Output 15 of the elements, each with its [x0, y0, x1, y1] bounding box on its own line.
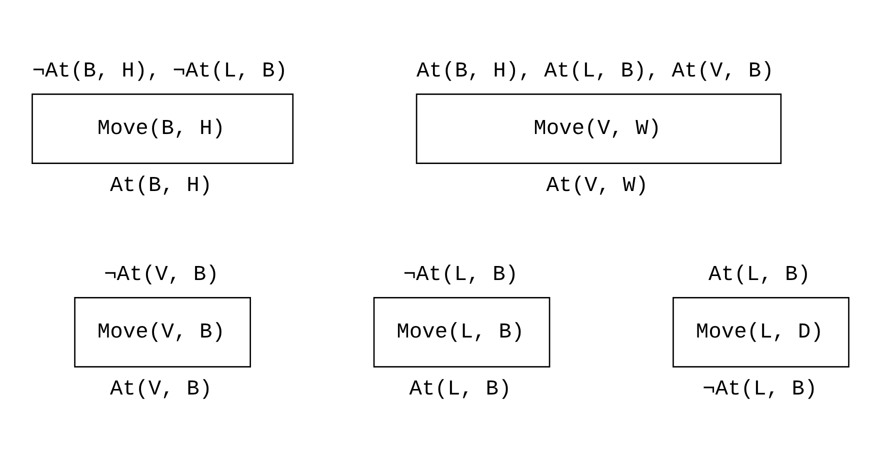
node-label: ¬At(V, B) [104, 262, 219, 287]
node-label: ¬At(L, B) [403, 262, 518, 287]
node-label: At(V, B) [110, 376, 212, 401]
node-box: Move(V, B) [74, 296, 251, 367]
node-label: ¬At(L, B) [702, 376, 818, 401]
node-label: At(L, B) [708, 262, 811, 287]
node-label: At(V, W) [546, 174, 648, 198]
node-label: At(B, H), At(L, B), At(V, B) [416, 59, 774, 84]
node-label: ¬At(B, H), ¬At(L, B) [32, 59, 288, 84]
node-box: Move(L, D) [672, 296, 850, 367]
node-box: Move(V, W) [416, 93, 782, 164]
node-box: Move(L, B) [373, 296, 550, 367]
node-box: Move(B, H) [32, 93, 294, 164]
node-label: At(L, B) [409, 376, 512, 401]
node-label: At(B, H) [110, 174, 212, 198]
